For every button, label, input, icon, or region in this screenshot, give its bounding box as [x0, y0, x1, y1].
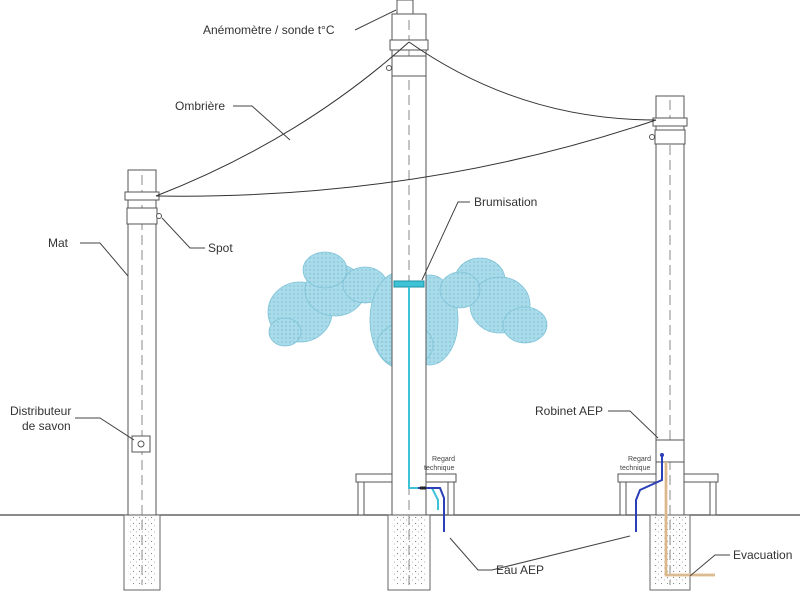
tap-box — [655, 439, 685, 463]
mist-ring — [393, 280, 425, 288]
label-brumisation: Brumisation — [474, 195, 537, 209]
shade-sail — [155, 41, 657, 197]
label-distributeur-line1: Distributeur — [10, 404, 71, 418]
foundations — [123, 514, 691, 591]
label-regard1-line1: Regard — [432, 456, 455, 463]
label-robinet: Robinet AEP — [535, 404, 603, 418]
aep-pipe-right — [635, 455, 663, 532]
label-regard2-line1: Regard — [628, 456, 651, 463]
pole-center — [386, 0, 429, 585]
label-distributeur-line2: de savon — [22, 419, 71, 433]
anemometer-icon — [396, 0, 414, 15]
label-ombriere: Ombrière — [175, 99, 225, 113]
aep-pipe-center — [418, 487, 445, 532]
label-eau: Eau AEP — [496, 563, 544, 577]
spot-lamp-icon — [156, 213, 162, 219]
label-spot: Spot — [208, 241, 233, 255]
label-regard2-line2: technique — [620, 465, 650, 472]
label-regard1-line2: technique — [424, 465, 454, 472]
label-mat: Mat — [48, 236, 69, 250]
pole-left — [124, 169, 162, 585]
pole-right — [649, 95, 688, 585]
spot-fixture — [126, 207, 158, 225]
label-evacuation: Evacuation — [733, 548, 792, 562]
leader-lines — [75, 9, 730, 577]
label-anemometre: Anémomètre / sonde t°C — [203, 23, 335, 37]
